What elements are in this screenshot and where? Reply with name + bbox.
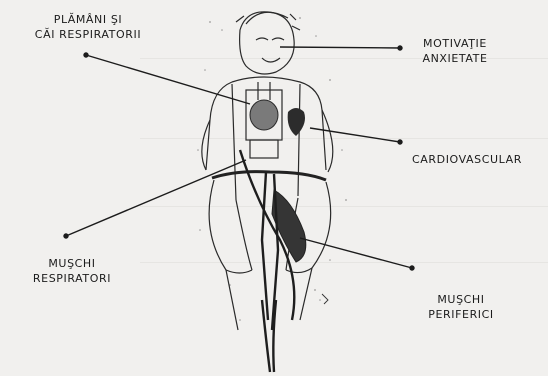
leader-dot-resp-muscles xyxy=(64,234,68,238)
label-peripheral-muscles: MUŞCHI PERIFERICI xyxy=(406,292,516,322)
label-lungs: PLĂMÂNI ŞI CĂI RESPIRATORII xyxy=(26,12,150,42)
label-cardiovascular: CARDIOVASCULAR xyxy=(394,152,540,167)
leader-dot-periph-muscles xyxy=(410,266,414,270)
leader-line-motivation xyxy=(280,47,400,48)
legs xyxy=(209,180,331,330)
leader-line-resp-muscles xyxy=(66,160,246,236)
leader-line-periph-muscles xyxy=(300,238,412,268)
leader-dot-lungs xyxy=(84,53,88,57)
stipple-shading xyxy=(197,17,347,321)
bicycle xyxy=(240,150,294,372)
signature-mark xyxy=(322,294,328,304)
label-respiratory-muscles: MUŞCHI RESPIRATORI xyxy=(14,256,130,286)
leader-dot-cardio xyxy=(398,140,402,144)
label-motivation: MOTIVAŢIE ANXIETATE xyxy=(400,36,510,66)
handlebar xyxy=(212,172,326,180)
leader-line-lungs xyxy=(86,55,250,104)
head xyxy=(236,12,300,74)
